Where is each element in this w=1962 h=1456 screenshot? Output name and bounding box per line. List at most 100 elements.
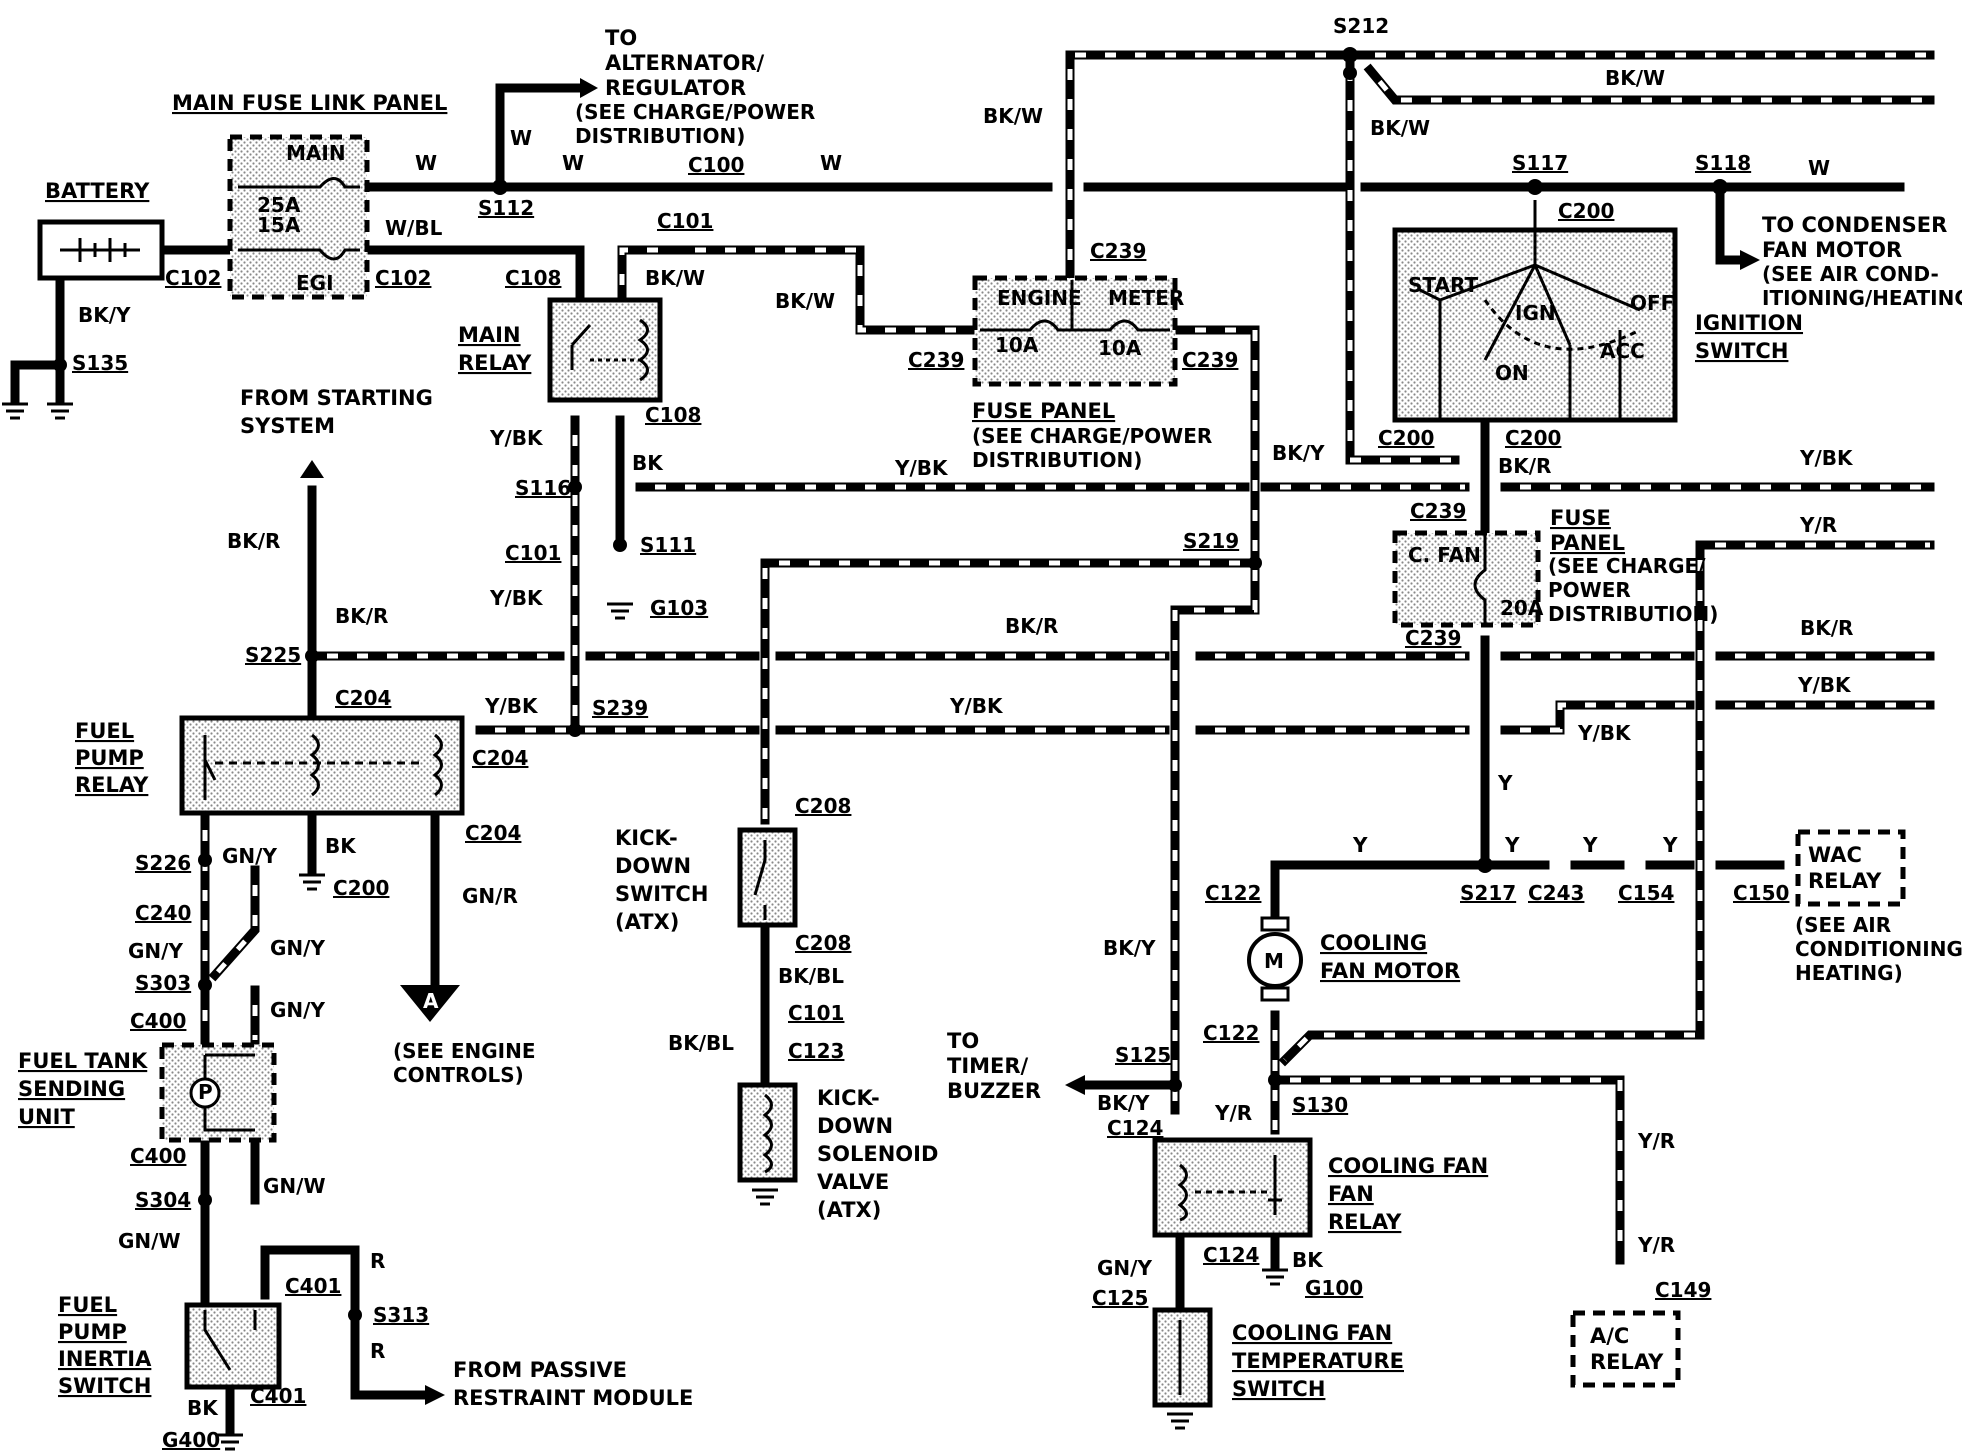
connector-label: C154 (1618, 881, 1674, 905)
fuse-panel-1 (972, 275, 1178, 387)
connector-label: C124 (1107, 1116, 1163, 1140)
to-timer-3: BUZZER (947, 1079, 1041, 1103)
wire-label: BK/Y (1103, 936, 1156, 960)
cooling-fan-temperature-switch (1152, 1307, 1213, 1408)
connector-label: C204 (465, 821, 521, 845)
wire-label: BK/W (1605, 66, 1665, 90)
wire-label: BK/W (983, 104, 1043, 128)
wire-label: Y (1497, 771, 1513, 795)
wire-label: W (562, 151, 584, 175)
connector-label: S116 (515, 476, 571, 500)
connector-label: C239 (908, 348, 964, 372)
see-engine-1: (SEE ENGINE (393, 1039, 536, 1063)
connector-label: C239 (1182, 348, 1238, 372)
wire-label: W/BL (385, 216, 443, 240)
wire-label: Y/R (1637, 1233, 1675, 1257)
connector-label: C108 (505, 266, 561, 290)
fuse-25a-label: 25A (257, 193, 301, 217)
see-charge-2: DISTRIBUTION) (575, 124, 745, 148)
wire-label: W (820, 151, 842, 175)
cooling-fan-relay-label-3: RELAY (1328, 1210, 1402, 1234)
wire-label: R (370, 1339, 385, 1363)
fuel-pump-relay (179, 715, 465, 816)
to-alternator-3: REGULATOR (605, 76, 746, 100)
fuse-egi-label: EGI (296, 271, 334, 295)
cooling-fan-motor-label-2: FAN MOTOR (1320, 959, 1460, 983)
wire-label: GN/Y (222, 844, 277, 868)
connector-label: C200 (1505, 426, 1561, 450)
to-alternator-1: TO (605, 26, 637, 50)
connector-label: S219 (1183, 529, 1239, 553)
inertia-label-3: INERTIA (58, 1347, 152, 1371)
wire-label: W (1808, 156, 1830, 180)
connector-label: S112 (478, 196, 534, 220)
wire-label: Y (1662, 833, 1678, 857)
connector-label: G400 (162, 1428, 220, 1452)
fuse-panel2-label-1: FUSE (1550, 506, 1611, 530)
connector-label: C243 (1528, 881, 1584, 905)
fuse-panel2-label-5: DISTRIBUTION) (1548, 602, 1718, 626)
wire-label: BK/BL (778, 964, 844, 988)
connector-label: C122 (1205, 881, 1261, 905)
see-aircond-2: ITIONING/HEATING) (1762, 286, 1962, 310)
from-starting-1: FROM STARTING (240, 386, 433, 410)
connector-label: C100 (688, 153, 744, 177)
kickdown-sol-label-3: SOLENOID (817, 1142, 938, 1166)
to-condenser-2: FAN MOTOR (1762, 238, 1902, 262)
splices (53, 47, 1728, 1322)
connector-label: C208 (795, 931, 851, 955)
connector-label: S130 (1292, 1093, 1348, 1117)
from-passive-2: RESTRAINT MODULE (453, 1386, 693, 1410)
ignition-switch-label-2: SWITCH (1695, 339, 1788, 363)
connector-label: S217 (1460, 881, 1516, 905)
kickdown-switch-label-3: SWITCH (615, 882, 708, 906)
connector-labels: C102 C102 S135 S112 C100 C101 C108 C108 … (72, 14, 1789, 1452)
connector-label: C239 (1405, 626, 1461, 650)
kickdown-sol-label-5: (ATX) (817, 1198, 881, 1222)
ign-ign-label: IGN (1515, 301, 1556, 325)
kickdown-switch-label-2: DOWN (615, 854, 691, 878)
fuse-15a-label: 15A (257, 213, 301, 237)
wire-label: BK/R (335, 604, 388, 628)
connector-label: C204 (335, 686, 391, 710)
kickdown-solenoid (737, 1082, 798, 1183)
kickdown-switch (737, 827, 798, 928)
wire-label: Y/R (1637, 1129, 1675, 1153)
ignition-switch-label-1: IGNITION (1695, 311, 1803, 335)
connector-label: C101 (788, 1001, 844, 1025)
connector-label: C101 (657, 209, 713, 233)
cfan-20a-label: 20A (1500, 596, 1544, 620)
wire-label: Y (1504, 833, 1520, 857)
fuel-tank-label-1: FUEL TANK (18, 1049, 148, 1073)
connector-label: S117 (1512, 151, 1568, 175)
connector-label: S118 (1695, 151, 1751, 175)
cooling-fan-relay-label-1: COOLING FAN (1328, 1154, 1488, 1178)
wire-label: GN/R (462, 884, 518, 908)
wire-label: GN/Y (270, 936, 325, 960)
wire-label: W (415, 151, 437, 175)
kickdown-sol-label-4: VALVE (817, 1170, 889, 1194)
connector-label: C149 (1655, 1278, 1711, 1302)
fuse-panel-see-2: DISTRIBUTION) (972, 448, 1142, 472)
fuse-main-label: MAIN (286, 141, 346, 165)
wire-label: Y/BK (949, 694, 1004, 718)
from-passive-1: FROM PASSIVE (453, 1358, 627, 1382)
wire-label: BK/BL (668, 1031, 734, 1055)
wire-label: GN/Y (1097, 1256, 1152, 1280)
fuel-pump-relay-label-3: RELAY (75, 773, 149, 797)
connector-label: C208 (795, 794, 851, 818)
from-starting-2: SYSTEM (240, 414, 335, 438)
connector-label: S226 (135, 851, 191, 875)
to-timer-2: TIMER/ (947, 1054, 1029, 1078)
wire-label: BK/W (1370, 116, 1430, 140)
ignition-switch (1392, 200, 1678, 423)
connector-label: C122 (1203, 1021, 1259, 1045)
see-charge-1: (SEE CHARGE/POWER (575, 100, 815, 124)
wire-label: BK/R (1800, 616, 1853, 640)
fuse-panel2-label-2: PANEL (1550, 531, 1625, 555)
fuse-panel-see-1: (SEE CHARGE/POWER (972, 424, 1212, 448)
connector-label: C101 (505, 541, 561, 565)
wire-label: Y/R (1214, 1101, 1252, 1125)
main-fuse-link-panel (227, 134, 370, 300)
